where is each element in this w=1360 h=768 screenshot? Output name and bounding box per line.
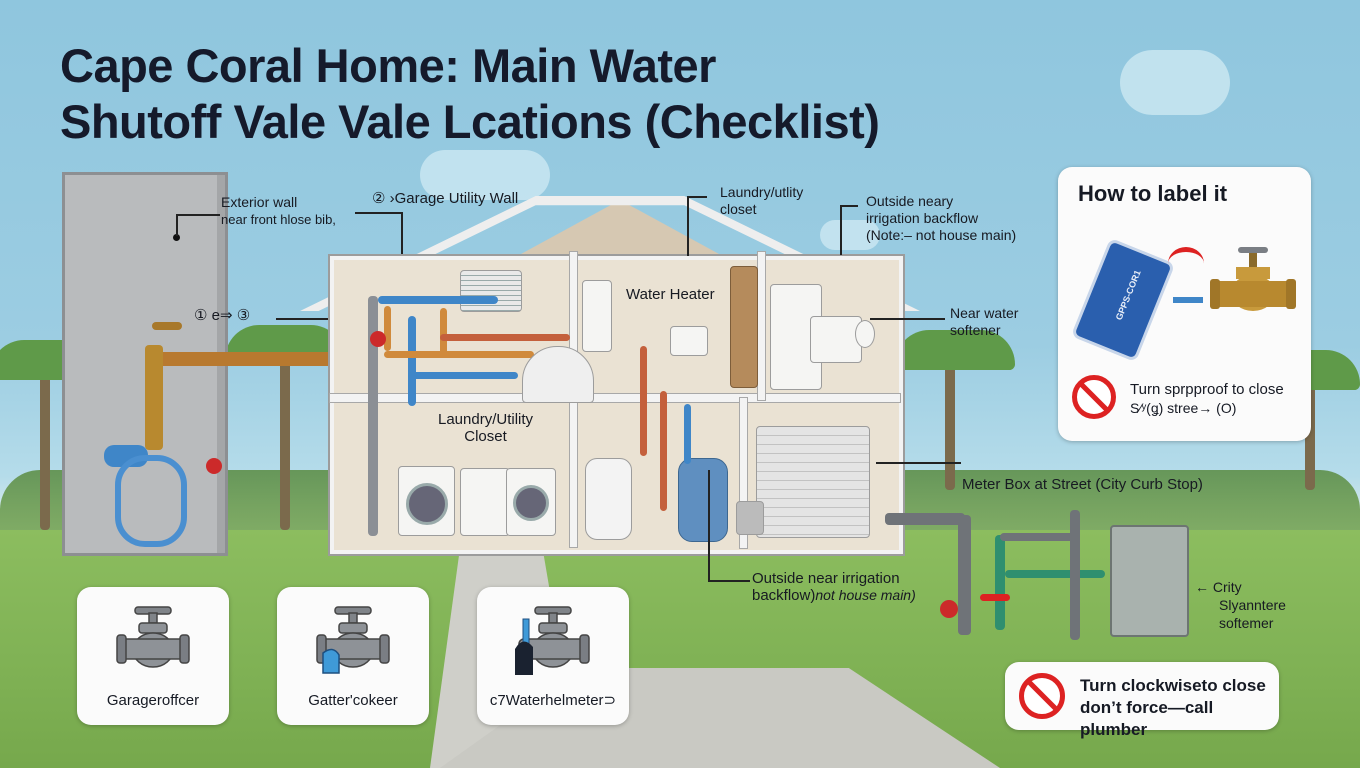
gate-valve-icon (116, 606, 190, 668)
blue-arrow-icon (1173, 297, 1203, 303)
backflow-pipe (995, 535, 1005, 630)
main-shutoff-valve-handle (370, 331, 386, 347)
red-pipe (660, 391, 667, 511)
garden-hose (115, 455, 187, 547)
copper-pipe (384, 306, 391, 351)
callout-leader (176, 214, 178, 236)
washer (398, 466, 455, 536)
callout-leader (708, 580, 750, 582)
callout-leader (176, 214, 220, 216)
clockwise-warning-card: Turn clockwiseto close don’t force—call … (1005, 662, 1279, 739)
blue-pipe (684, 404, 691, 464)
palm-frond (895, 330, 1015, 370)
card-title: How to label it (1078, 181, 1228, 206)
valve-card-1: Garageroffcer (77, 587, 229, 725)
warning-text: Turn clockwiseto close don’t force—call … (1080, 676, 1266, 739)
utility-closet-door (730, 266, 758, 388)
blue-pipe (408, 372, 518, 379)
callout-city-softener: ← Crity Slyanntere softemer (1195, 579, 1286, 631)
backflow-pipe (1005, 570, 1105, 578)
copper-pipe (440, 308, 447, 358)
callout-laundry-utility-closet: Laundry/utlity closet (720, 184, 804, 217)
cloud (820, 220, 880, 250)
red-pipe (440, 334, 570, 341)
street-supply-pipe (958, 515, 971, 635)
valve-card-label: Gatter'cokeer (308, 692, 398, 709)
dryer (460, 468, 510, 536)
sink (522, 346, 594, 403)
valve-card-3: c7Waterhelmeter⊃ (477, 587, 629, 725)
callout-meter-box: Meter Box at Street (City Curb Stop) (962, 476, 1203, 493)
panel-box (670, 326, 708, 356)
howto-instructions: Turn sprpproof to close S⁄ʸ(ǥ) stree→ (O… (1130, 381, 1284, 416)
wall-divider (757, 251, 766, 401)
callout-leader (876, 462, 961, 464)
title-line-1: Cape Coral Home: Main Water (60, 39, 716, 92)
callout-leader (840, 205, 842, 255)
callout-leader (401, 212, 403, 260)
callout-leader (840, 205, 858, 207)
no-force-icon (1072, 375, 1116, 419)
page-title: Cape Coral Home: Main Water Shutoff Vale… (60, 38, 880, 150)
callout-near-water-softener: Near water softener (950, 305, 1019, 338)
curb-stop-valve-handle (940, 600, 958, 618)
garage-door (756, 426, 870, 538)
valve-card-label: c7Waterhelmeter⊃ (489, 692, 617, 709)
callout-leader (687, 196, 689, 256)
valve-card-2: Gatter'cokeer (277, 587, 429, 725)
street-supply-pipe (885, 513, 965, 525)
how-to-label-card: How to label it GPPS-COR1 Turn sprpproof… (1058, 167, 1311, 441)
water-softener-meter (855, 320, 875, 348)
copper-pipe (384, 351, 534, 358)
main-riser-pipe (368, 296, 378, 536)
callout-leader (355, 212, 403, 214)
red-pipe (640, 346, 647, 456)
valve-card-label: Garageroffcer (106, 692, 200, 709)
red-valve-handle (206, 458, 222, 474)
callout-leader (276, 318, 366, 320)
callout-outside-irrigation-bottom: Outside near irrigation backflow)not hou… (752, 570, 916, 604)
trash-can (736, 501, 764, 535)
water-softener-tank (678, 458, 728, 542)
palm-tree-trunk (40, 360, 50, 530)
window (460, 270, 522, 312)
red-arrow-icon (1168, 247, 1204, 280)
cloud (420, 150, 550, 200)
title-line-2: Shutoff Vale Vale Lcations (Checklist) (60, 95, 880, 148)
blue-pipe (408, 316, 416, 406)
callout-exterior-wall: Exterior wall near front hlose bib, (221, 194, 336, 227)
gate-valve-with-key-icon (515, 606, 590, 675)
meter-riser-pipe (1070, 510, 1080, 640)
hose-bib-handle (152, 322, 182, 330)
house-cutaway: Water Heater Laundry/Utility Closet (300, 196, 920, 556)
palm-tree-trunk (945, 350, 955, 490)
brass-valve-icon (1210, 247, 1296, 311)
no-force-icon (1019, 673, 1065, 719)
callout-leader (687, 196, 707, 198)
washer (506, 468, 556, 536)
floor-divider (329, 393, 901, 403)
water-filter-unit (582, 280, 612, 352)
callout-garage-utility-wall: ② ›Garage Utility Wall (372, 190, 519, 207)
palm-tree-trunk (280, 340, 290, 530)
callout-leader (708, 470, 710, 582)
supply-pipe (155, 352, 355, 366)
callout-outside-irrigation-top: Outside neary irrigation backflow (Note:… (866, 193, 1017, 243)
blue-pipe (378, 296, 498, 304)
backflow-pipe (1000, 533, 1075, 541)
water-heater-tank (585, 458, 632, 540)
callout-water-heater: Water Heater (626, 286, 715, 303)
gate-valve-with-tag-icon (316, 606, 390, 674)
washer-top-load (810, 316, 862, 363)
callout-numbered-locations: ① e⇒ ③ (194, 307, 251, 324)
wall-divider (739, 397, 748, 549)
callout-dot (173, 234, 180, 241)
meter-box (1110, 525, 1189, 637)
callout-laundry-closet: Laundry/Utility Closet (438, 411, 534, 445)
brass-riser-pipe (145, 345, 163, 450)
tag-icon: GPPS-COR1 (1070, 237, 1176, 363)
callout-leader (870, 318, 945, 320)
cloud (1120, 50, 1230, 115)
flow-arrow-icon (980, 594, 1010, 601)
